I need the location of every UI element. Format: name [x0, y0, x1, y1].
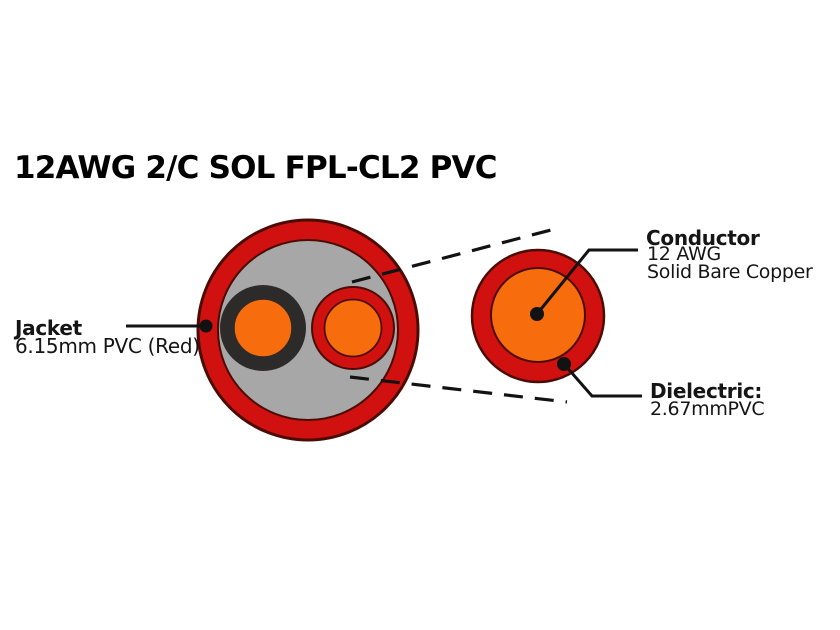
conductor-label-title: Conductor: [646, 226, 760, 250]
page-title: 12AWG 2/C SOL FPL-CL2 PVC: [14, 150, 497, 186]
zoom-guide-upper-dashed-line: [351, 228, 552, 284]
jacket-label-spec: 6.15mm PVC (Red): [15, 334, 200, 358]
jacket-label-title: Jacket: [15, 316, 82, 340]
jacket-marker-dot: [199, 319, 213, 333]
conductor-label-gauge: 12 AWG: [647, 243, 721, 265]
conductor-label-material: Solid Bare Copper: [647, 261, 813, 283]
dielectric-label-title: Dielectric:: [650, 379, 763, 403]
conductor-leader-line: [535, 248, 638, 315]
conductor2-core: [323, 298, 383, 358]
zoom-guide-lower-dashed-line: [349, 375, 568, 404]
conductor-marker-dot: [530, 307, 544, 321]
dielectric-label-spec: 2.67mmPVC: [650, 398, 765, 420]
dielectric-leader-line: [562, 363, 642, 398]
dielectric-marker-dot: [557, 357, 571, 371]
conductor1-core: [233, 298, 293, 358]
